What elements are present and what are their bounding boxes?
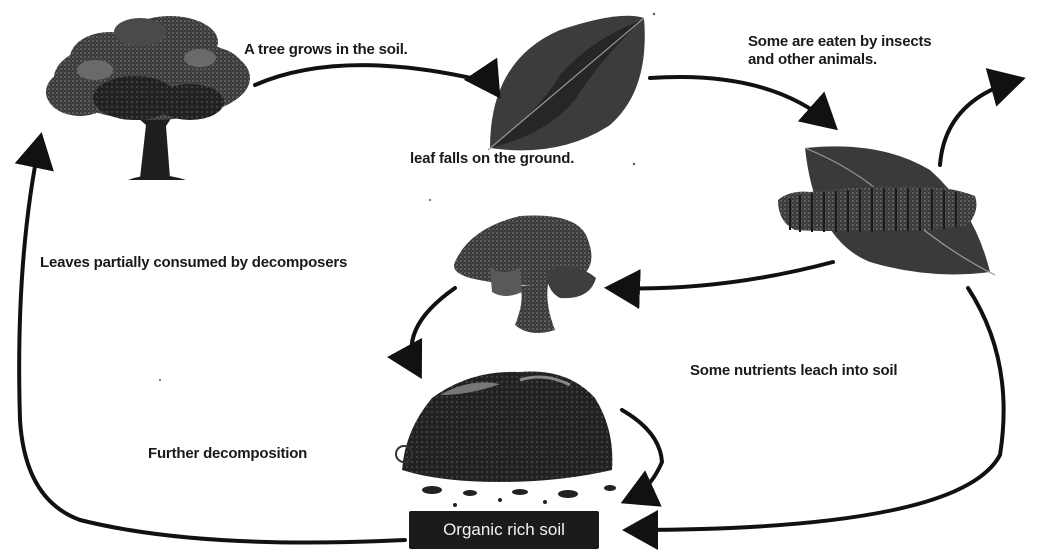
label-leaf-falls: leaf falls on the ground.: [410, 150, 574, 168]
label-nutrients-leach: Some nutrients leach into soil: [690, 362, 897, 380]
organic-rich-soil-label: Organic rich soil: [443, 520, 565, 540]
arrow-leach-to-soil: [630, 288, 1004, 530]
label-eaten-by-insects: Some are eaten by insects and other anim…: [748, 33, 931, 69]
arrow-eaten-to-animals: [940, 80, 1018, 165]
mushroom-icon: [454, 216, 596, 334]
label-tree-grows: A tree grows in the soil.: [244, 41, 408, 59]
label-further-decomposition: Further decomposition: [148, 445, 307, 463]
arrow-tree-to-leaf: [255, 65, 496, 92]
arrow-eaten-to-mushroom: [612, 262, 833, 288]
label-partially-consumed: Leaves partially consumed by decomposers: [40, 254, 347, 272]
caterpillar-on-leaf-icon: [778, 146, 995, 275]
arrow-pile-to-soil: [622, 410, 662, 500]
leaf-icon: [488, 16, 645, 151]
tree-icon: [46, 16, 250, 180]
arrow-soil-to-tree: [19, 140, 405, 543]
arrow-leaf-to-eaten: [650, 77, 832, 125]
organic-rich-soil-box: Organic rich soil: [409, 511, 599, 549]
decomposed-matter-icon: [396, 372, 616, 507]
arrow-mushroom-to-pile: [412, 288, 455, 372]
